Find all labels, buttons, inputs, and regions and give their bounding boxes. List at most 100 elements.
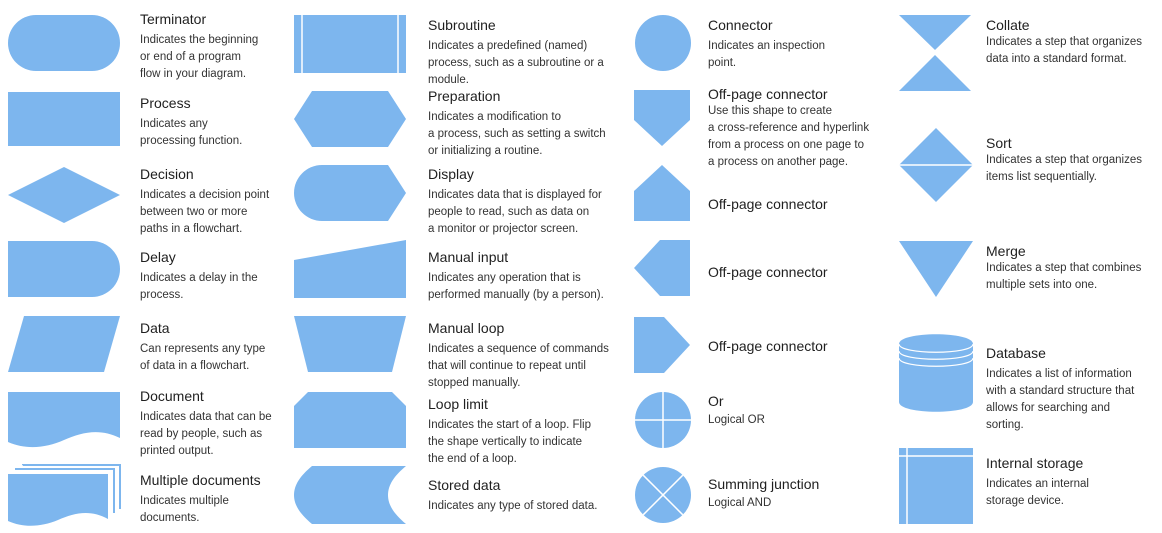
stored-data-shape: [294, 466, 406, 524]
terminator-title: Terminator: [140, 11, 207, 27]
database-title: Database: [986, 345, 1046, 361]
internal-storage-shape: [899, 448, 973, 524]
manual-input-shape: [294, 240, 406, 298]
manual-loop-title: Manual loop: [428, 320, 505, 336]
subroutine-entry: Subroutine Indicates a predefined (named…: [428, 17, 604, 89]
delay-entry: Delay Indicates a delay in the process.: [140, 249, 258, 304]
sort-desc: Indicates a step that organizes items li…: [986, 154, 1142, 183]
preparation-desc: Indicates a modification to a process, s…: [428, 111, 606, 157]
preparation-entry: Preparation Indicates a modification to …: [428, 88, 606, 160]
process-entry: Process Indicates any processing functio…: [140, 95, 242, 150]
loop-limit-entry: Loop limit Indicates the start of a loop…: [428, 396, 591, 468]
subroutine-desc: Indicates a predefined (named) process, …: [428, 40, 604, 86]
manual-loop-entry: Manual loop Indicates a sequence of comm…: [428, 320, 609, 392]
summing-junction-entry: Summing junction Logical AND: [708, 476, 819, 512]
or-shape: [635, 392, 691, 448]
loop-limit-shape: [294, 392, 406, 448]
data-title: Data: [140, 320, 170, 336]
summing-junction-shape: [635, 467, 691, 523]
connector-desc: Indicates an inspection point.: [708, 40, 825, 69]
preparation-title: Preparation: [428, 88, 501, 104]
delay-title: Delay: [140, 249, 176, 265]
collate-title: Collate: [986, 17, 1030, 33]
database-shape: [898, 334, 974, 412]
offpage-right-entry: Off-page connector: [708, 338, 828, 355]
offpage-up-title: Off-page connector: [708, 196, 828, 212]
database-desc: Indicates a list of information with a s…: [986, 368, 1135, 431]
internal-storage-title: Internal storage: [986, 455, 1084, 471]
collate-desc: Indicates a step that organizes data int…: [986, 36, 1142, 65]
preparation-shape: [294, 91, 406, 147]
process-desc: Indicates any processing function.: [140, 118, 243, 147]
document-desc: Indicates data that can be read by peopl…: [140, 411, 272, 457]
off-page-connector-down-shape: [634, 90, 690, 146]
sort-shape: [899, 128, 973, 202]
display-title: Display: [428, 166, 474, 182]
connector-shape: [635, 15, 691, 71]
stored-data-title: Stored data: [428, 477, 501, 493]
manual-input-title: Manual input: [428, 249, 509, 265]
offpage-left-entry: Off-page connector: [708, 264, 828, 281]
data-shape: [8, 316, 120, 372]
offpage-down-entry: Off-page connector Use this shape to cre…: [708, 86, 869, 171]
stored-data-entry: Stored data Indicates any type of stored…: [428, 477, 597, 515]
merge-shape: [899, 241, 973, 297]
or-desc: Logical OR: [708, 414, 765, 426]
decision-title: Decision: [140, 166, 194, 182]
manual-input-desc: Indicates any operation that is performe…: [428, 272, 604, 301]
database-entry: Database Indicates a list of information…: [986, 345, 1134, 434]
multiple-documents-shape: [8, 464, 121, 526]
merge-desc: Indicates a step that combines multiple …: [986, 262, 1142, 291]
multiple-documents-entry: Multiple documents Indicates multiple do…: [140, 472, 261, 527]
offpage-down-title: Off-page connector: [708, 86, 828, 102]
delay-desc: Indicates a delay in the process.: [140, 272, 258, 301]
subroutine-shape: [294, 15, 406, 73]
merge-title: Merge: [986, 243, 1026, 259]
sort-title: Sort: [986, 135, 1012, 151]
collate-shape: [899, 15, 971, 91]
document-entry: Document Indicates data that can be read…: [140, 388, 272, 460]
off-page-connector-right-shape: [634, 317, 690, 373]
manual-input-entry: Manual input Indicates any operation tha…: [428, 249, 604, 304]
process-shape: [8, 92, 120, 146]
manual-loop-desc: Indicates a sequence of commands that wi…: [428, 343, 609, 389]
subroutine-title: Subroutine: [428, 17, 496, 33]
decision-entry: Decision Indicates a decision point betw…: [140, 166, 269, 238]
offpage-up-entry: Off-page connector: [708, 196, 828, 213]
data-entry: Data Can represents any type of data in …: [140, 320, 265, 375]
terminator-entry: Terminator Indicates the beginning or en…: [140, 11, 258, 83]
multiple-documents-desc: Indicates multiple documents.: [140, 495, 229, 524]
merge-entry: Merge Indicates a step that combines mul…: [986, 243, 1141, 294]
display-shape: [294, 165, 406, 221]
offpage-right-title: Off-page connector: [708, 338, 828, 354]
or-entry: Or Logical OR: [708, 393, 765, 429]
off-page-connector-up-shape: [634, 165, 690, 221]
connector-entry: Connector Indicates an inspection point.: [708, 17, 825, 72]
collate-entry: Collate Indicates a step that organizes …: [986, 17, 1142, 68]
terminator-shape: [8, 15, 120, 71]
internal-storage-entry: Internal storage Indicates an internal s…: [986, 455, 1089, 510]
terminator-desc: Indicates the beginning or end of a prog…: [140, 34, 259, 80]
delay-shape: [8, 241, 120, 297]
off-page-connector-left-shape: [634, 240, 690, 296]
data-desc: Can represents any type of data in a flo…: [140, 343, 266, 372]
summing-junction-title: Summing junction: [708, 476, 820, 492]
document-shape: [8, 392, 120, 448]
manual-loop-shape: [294, 316, 406, 372]
display-desc: Indicates data that is displayed for peo…: [428, 189, 602, 235]
connector-title: Connector: [708, 17, 773, 33]
multiple-documents-title: Multiple documents: [140, 472, 261, 488]
display-entry: Display Indicates data that is displayed…: [428, 166, 602, 238]
offpage-left-title: Off-page connector: [708, 264, 828, 280]
document-title: Document: [140, 388, 204, 404]
offpage-down-desc: Use this shape to create a cross-referen…: [708, 105, 870, 168]
summing-junction-desc: Logical AND: [708, 497, 772, 509]
decision-shape: [8, 167, 120, 223]
loop-limit-title: Loop limit: [428, 396, 488, 412]
internal-storage-desc: Indicates an internal storage device.: [986, 478, 1089, 507]
decision-desc: Indicates a decision point between two o…: [140, 189, 270, 235]
loop-limit-desc: Indicates the start of a loop. Flip the …: [428, 419, 592, 465]
or-title: Or: [708, 393, 724, 409]
process-title: Process: [140, 95, 191, 111]
sort-entry: Sort Indicates a step that organizes ite…: [986, 135, 1142, 186]
